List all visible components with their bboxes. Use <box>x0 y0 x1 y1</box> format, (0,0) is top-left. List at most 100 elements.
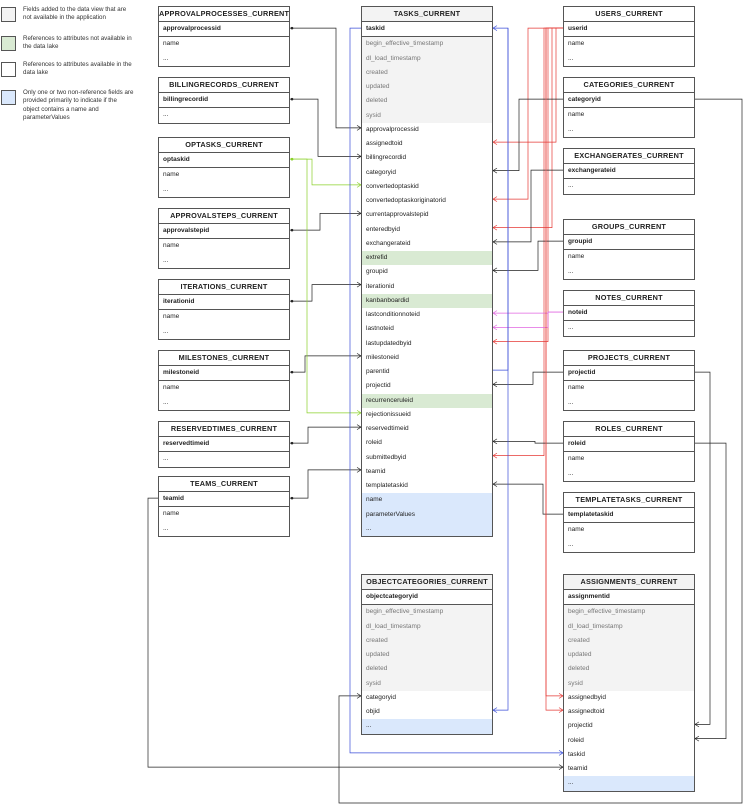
relation-line <box>492 25 498 31</box>
legend-text: Fields added to the data view that are n… <box>23 6 127 22</box>
entity-field: submittedbyid <box>366 453 407 461</box>
entity-field: lastconditionnoteid <box>366 311 420 318</box>
entity-field: dl_load_timestamp <box>564 619 694 634</box>
relation-line <box>290 158 361 414</box>
entity-key-field: reservedtimeid <box>159 437 289 453</box>
entity-field: approvalprocessid <box>366 125 419 133</box>
relation-line <box>349 27 563 754</box>
entity-key-field: noteid <box>564 306 694 322</box>
legend-swatch <box>1 7 16 22</box>
entity-field: convertedoptaskid <box>366 182 419 190</box>
entity-title: USERS_CURRENT <box>564 7 694 22</box>
entity-field: reservedtimeid <box>366 425 409 432</box>
entity-field: ... <box>163 398 169 406</box>
relation-line <box>694 735 700 742</box>
entity-field: ... <box>568 469 574 477</box>
entity-field: created <box>362 633 492 648</box>
entity-key-field: groupid <box>564 235 694 251</box>
relation-line <box>492 310 498 316</box>
relation-line <box>545 27 563 697</box>
relation-line <box>694 721 700 728</box>
entity-field: ... <box>564 776 694 791</box>
entity-field: ... <box>163 524 169 532</box>
entity-field: parameterValues <box>362 507 492 522</box>
relation-line <box>493 311 563 328</box>
entity-key-field: categoryid <box>564 93 694 109</box>
legend-swatch <box>1 90 16 105</box>
entity-field: teamid <box>366 467 386 475</box>
entity-title: NOTES_CURRENT <box>564 291 694 306</box>
entity-field: name <box>568 253 585 261</box>
entity-field: currentapprovalstepid <box>366 211 429 219</box>
entity-field: name <box>163 384 180 392</box>
entity-key-field: projectid <box>564 366 694 382</box>
relation-endpoint <box>290 157 294 161</box>
entity-field: ... <box>568 324 574 332</box>
relation-line <box>493 441 563 444</box>
entity-field: ... <box>568 398 574 406</box>
entity-field: ... <box>568 267 574 275</box>
relation-endpoint <box>290 97 294 101</box>
entity-field: name <box>568 526 585 534</box>
relation-line <box>492 338 498 345</box>
entity-field: created <box>362 65 492 80</box>
entity-field: dl_load_timestamp <box>362 619 492 634</box>
entity-field: assignedtoid <box>366 140 403 147</box>
relation-line <box>493 28 509 711</box>
relation-line <box>492 167 498 174</box>
relation-endpoint <box>290 228 294 232</box>
entity-title: RESERVEDTIMES_CURRENT <box>159 422 289 437</box>
entity-field: recurrenceruleid <box>362 393 492 408</box>
entity-title: ROLES_CURRENT <box>564 422 694 437</box>
entity-field: name <box>163 40 180 48</box>
legend-swatch <box>1 36 16 51</box>
entity-key-field: taskid <box>362 22 492 38</box>
entity-key-field: approvalprocessid <box>159 22 289 38</box>
entity-field: ... <box>163 455 169 463</box>
entity-field: dl_load_timestamp <box>362 51 492 66</box>
relation-endpoint <box>290 496 294 500</box>
entity-title: BILLINGRECORDS_CURRENT <box>159 78 289 93</box>
entity-field: deleted <box>362 662 492 677</box>
entity-field: name <box>568 455 585 463</box>
entity-title: TASKS_CURRENT <box>362 7 492 22</box>
entity-field: iterationid <box>366 282 395 290</box>
relation-line <box>492 324 498 331</box>
legend-text: Only one or two non-reference fields are… <box>23 89 134 121</box>
entity-field: ... <box>362 719 492 734</box>
relation-line <box>338 98 743 804</box>
entity-key-field: templatetaskid <box>564 508 694 524</box>
entity-field: name <box>362 493 492 508</box>
entity-field: sysid <box>362 676 492 691</box>
relation-line <box>492 267 498 274</box>
relation-line <box>493 169 563 243</box>
entity-title: TEAMS_CURRENT <box>159 477 289 492</box>
entity-field: milestoneid <box>366 353 399 361</box>
entity-field: begin_effective_timestamp <box>564 605 694 620</box>
entity-field: convertedoptaskoriginatorid <box>366 197 446 204</box>
relation-line <box>290 27 361 129</box>
entity-field: parentid <box>366 368 390 375</box>
entity-field: ... <box>568 54 574 62</box>
entity-field: deleted <box>564 662 694 677</box>
entity-key-field: milestoneid <box>159 366 289 382</box>
entity-key-field: userid <box>564 22 694 38</box>
entity-field: name <box>163 242 180 250</box>
entity-field: ... <box>163 111 169 119</box>
entity-field: objid <box>366 708 380 715</box>
entity-key-field: roleid <box>564 437 694 453</box>
entity-field: categoryid <box>366 693 396 701</box>
relation-line <box>695 442 727 739</box>
